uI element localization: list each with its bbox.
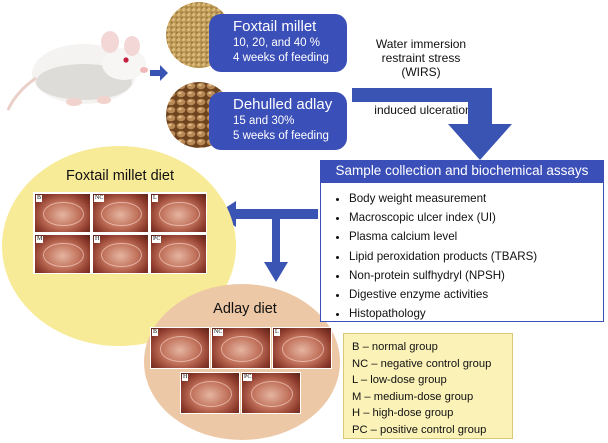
- foxtail-box-line1: 10, 20, and 40 %: [233, 37, 320, 49]
- adlay-panel-pc: PC: [241, 372, 301, 414]
- adlay-diet-photo-grid: B NC L H PC: [150, 327, 332, 415]
- foxtail-diet-title: Foxtail millet diet: [66, 168, 174, 184]
- legend-item: B – normal group: [352, 341, 438, 353]
- foxtail-panel-b: B: [34, 193, 91, 233]
- foxtail-millet-box: Foxtail millet 10, 20, and 40 % 4 weeks …: [209, 14, 347, 72]
- assay-item: Plasma calcium level: [349, 227, 603, 246]
- assay-item: Digestive enzyme activities: [349, 285, 603, 304]
- arrow-to-adlay-stem: [272, 214, 280, 264]
- adlay-box-title: Dehulled adlay: [233, 96, 333, 113]
- arrow-rat-to-grains: [150, 65, 168, 81]
- legend-item: L – low-dose group: [352, 374, 447, 387]
- foxtail-panel-h: H: [92, 234, 149, 274]
- foxtail-box-line2: 4 weeks of feeding: [233, 52, 329, 64]
- assay-item: Body weight measurement: [349, 189, 603, 208]
- wirs-line2: restraint stress: [381, 51, 461, 65]
- adlay-box-line1: 15 and 30%: [233, 115, 295, 127]
- legend-item: PC – positive control group: [352, 423, 487, 436]
- assay-item: Histopathology: [349, 304, 603, 323]
- foxtail-box-title: Foxtail millet: [233, 18, 317, 35]
- adlay-panel-h: H: [180, 372, 240, 414]
- foxtail-panel-l: L: [150, 193, 207, 233]
- foxtail-panel-pc: PC: [150, 234, 207, 274]
- legend-item: M – medium-dose group: [352, 390, 474, 403]
- wirs-line3: (WIRS): [401, 65, 441, 79]
- arrow-to-adlay-head: [264, 262, 288, 282]
- adlay-diet-title: Adlay diet: [213, 301, 277, 317]
- foxtail-diet-photo-grid: B NC L M H PC: [33, 192, 207, 274]
- arrow-wirs-bent: [352, 88, 512, 160]
- adlay-panel-b: B: [150, 327, 210, 369]
- legend-item: NC – negative control group: [352, 357, 492, 370]
- foxtail-panel-nc: NC: [92, 193, 149, 233]
- rat-photo-icon: [6, 31, 148, 111]
- wirs-label: Water immersion restraint stress (WIRS): [356, 37, 486, 79]
- assays-header: Sample collection and biochemical assays: [320, 160, 604, 182]
- adlay-box-line2: 5 weeks of feeding: [233, 130, 329, 142]
- arrow-to-foxtail-diet: [216, 201, 318, 227]
- adlay-panel-nc: NC: [211, 327, 271, 369]
- dehulled-adlay-box: Dehulled adlay 15 and 30% 5 weeks of fee…: [209, 92, 347, 150]
- assay-item: Macroscopic ulcer index (UI): [349, 208, 603, 227]
- induced-ulceration-label: induced ulceration: [374, 103, 472, 117]
- foxtail-panel-m: M: [34, 234, 91, 274]
- assays-list-box: Body weight measurement Macroscopic ulce…: [320, 182, 604, 322]
- adlay-panel-l: L: [272, 327, 332, 369]
- assays-list: Body weight measurement Macroscopic ulce…: [335, 189, 603, 323]
- legend-item: H – high-dose group: [352, 407, 454, 420]
- wirs-line1: Water immersion: [375, 37, 467, 51]
- group-legend: B – normal group NC – negative control g…: [343, 333, 513, 439]
- assay-item: Lipid peroxidation products (TBARS): [349, 247, 603, 266]
- assay-item: Non-protein sulfhydryl (NPSH): [349, 266, 603, 285]
